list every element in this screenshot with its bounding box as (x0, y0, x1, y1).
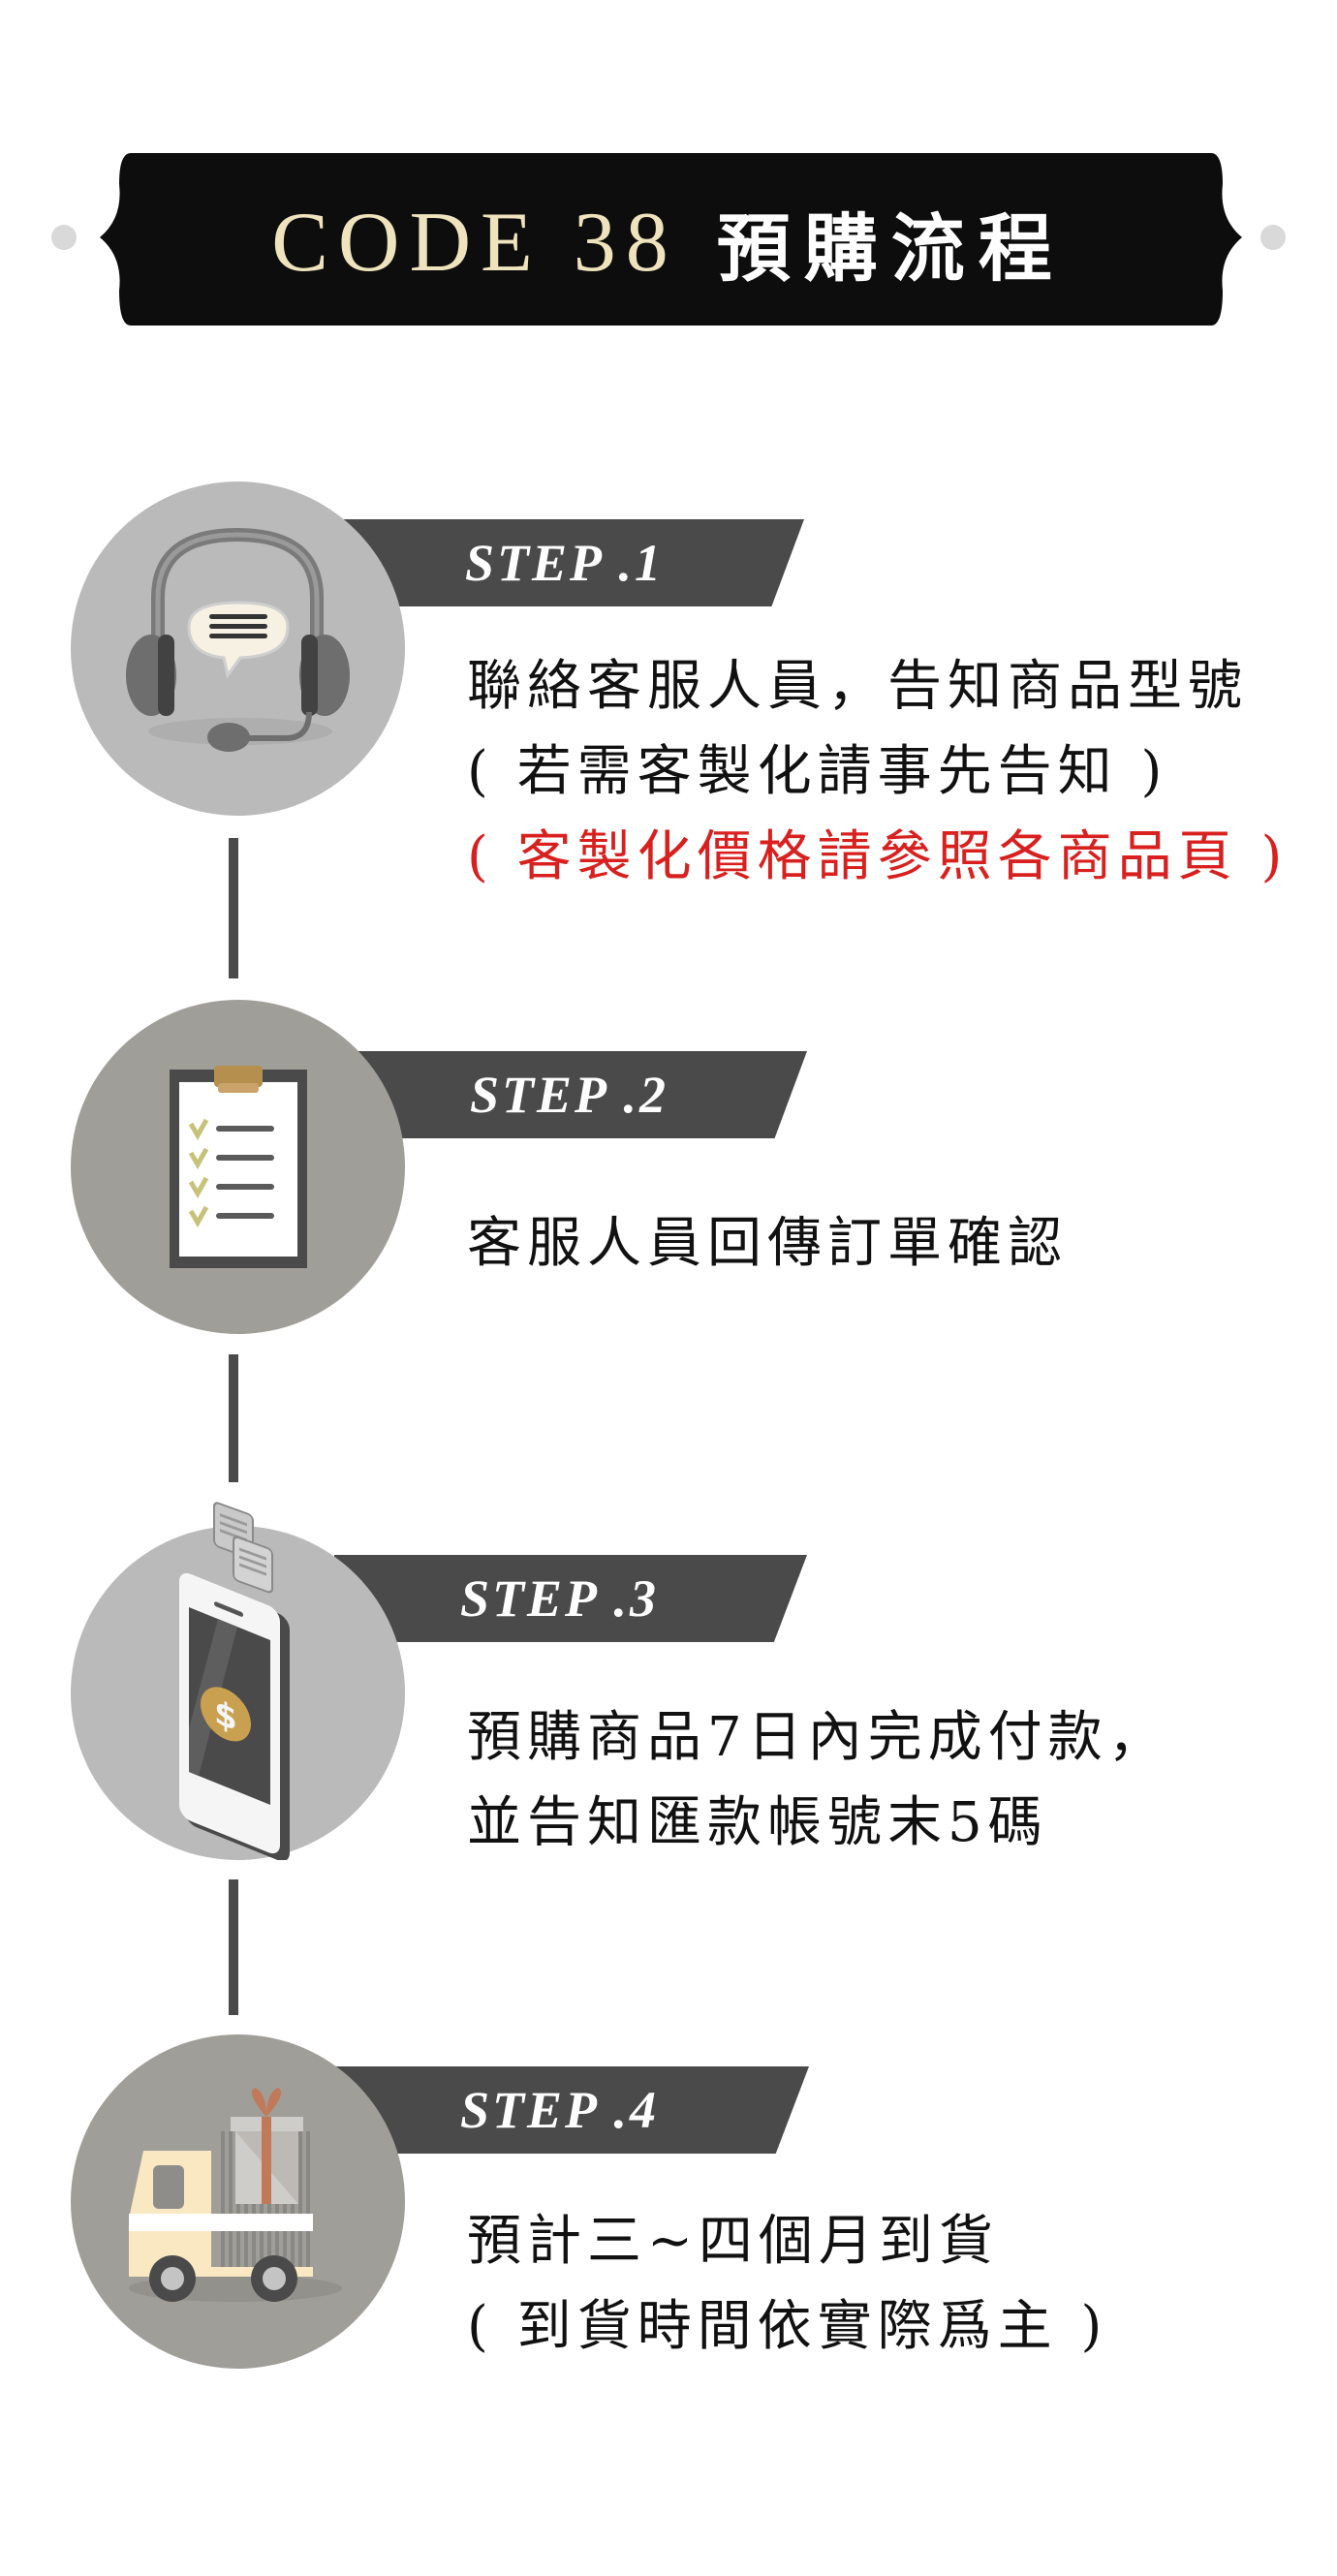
step-4-circle (71, 2034, 405, 2369)
step-1-line-2: ( 若需客製化請事先告知 ) (467, 740, 1168, 803)
step-4-band: STEP .4 (334, 2066, 809, 2154)
step-4-description: 預計三~四個月到貨 ( 到貨時間依實際爲主 ) (467, 2199, 1107, 2370)
step-1-circle (71, 481, 405, 816)
step-2-band: STEP .2 (344, 1051, 807, 1138)
step-2-line-1: 客服人員回傳訂單確認 (467, 1212, 1068, 1275)
step-3-band: STEP .3 (334, 1555, 807, 1642)
step-2-description: 客服人員回傳訂單確認 (467, 1201, 1068, 1287)
step-2-label: STEP .2 (470, 1066, 669, 1124)
step-2-circle (71, 1000, 405, 1334)
connector-line-2 (229, 1354, 238, 1482)
step-1-description: 聯絡客服人員，告知商品型號 ( 若需客製化請事先告知 ) ( 客製化價格請參照各… (467, 644, 1288, 900)
step-4-label: STEP .4 (460, 2081, 660, 2139)
step-3-line-2: 並告知匯款帳號末5碼 (467, 1791, 1048, 1854)
delivery-truck-icon (129, 2088, 342, 2302)
title-chinese: 預購流程 (716, 205, 1066, 292)
step-4-line-1: 預計三~四個月到貨 (467, 2210, 999, 2273)
headset-icon (126, 527, 350, 752)
step-1-price-note: ( 客製化價格請參照各商品頁 ) (467, 825, 1289, 888)
smartphone-payment-icon: $ (179, 1502, 290, 1860)
step-3-label: STEP .3 (460, 1569, 660, 1628)
connector-line-3 (229, 1879, 238, 2015)
step-1-label: STEP .1 (465, 534, 665, 592)
step-1-line-1: 聯絡客服人員，告知商品型號 (467, 655, 1248, 718)
svg-text:$: $ (214, 1692, 237, 1740)
connector-line-1 (229, 838, 238, 978)
step-4-line-2: ( 到貨時間依實際爲主 ) (467, 2295, 1108, 2358)
banner-shape (51, 153, 1286, 326)
step-3-line-1: 預購商品7日內完成付款， (467, 1706, 1168, 1769)
step-3-description: 預購商品7日內完成付款， 並告知匯款帳號末5碼 (467, 1695, 1168, 1866)
title-english: CODE 38 (271, 195, 678, 290)
clipboard-checklist-icon (170, 1066, 307, 1268)
step-1-band: STEP .1 (339, 519, 804, 606)
title-banner: CODE 38 預購流程 (48, 145, 1289, 339)
